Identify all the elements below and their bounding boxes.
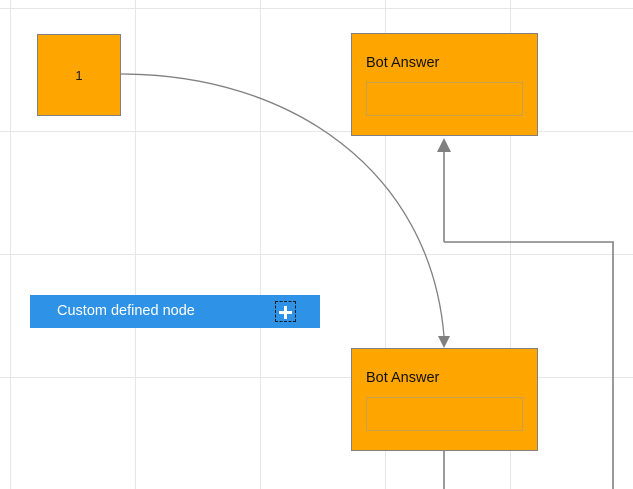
node-1-label: 1: [75, 67, 83, 83]
custom-defined-node[interactable]: Custom defined node: [30, 295, 320, 328]
arrowhead-up-icon: [437, 138, 451, 152]
edge-curved-node1-to-bot-answer-bottom[interactable]: [120, 73, 450, 348]
node-bot-answer-top-slot[interactable]: [366, 82, 523, 116]
node-bot-answer-top-title: Bot Answer: [366, 55, 440, 71]
node-bot-answer-top[interactable]: Bot Answer: [351, 33, 538, 136]
plus-icon[interactable]: [275, 301, 296, 322]
node-bot-answer-bottom-slot[interactable]: [366, 397, 523, 431]
node-bot-answer-bottom-title: Bot Answer: [366, 370, 440, 386]
plus-icon-vertical-bar: [284, 305, 287, 319]
node-1[interactable]: 1: [37, 34, 121, 116]
arrowhead-down-icon: [438, 336, 450, 348]
edge-orthogonal-bot-answer-bottom-to-top[interactable]: [437, 138, 614, 489]
node-bot-answer-bottom[interactable]: Bot Answer: [351, 348, 538, 451]
custom-defined-node-label: Custom defined node: [57, 303, 195, 320]
